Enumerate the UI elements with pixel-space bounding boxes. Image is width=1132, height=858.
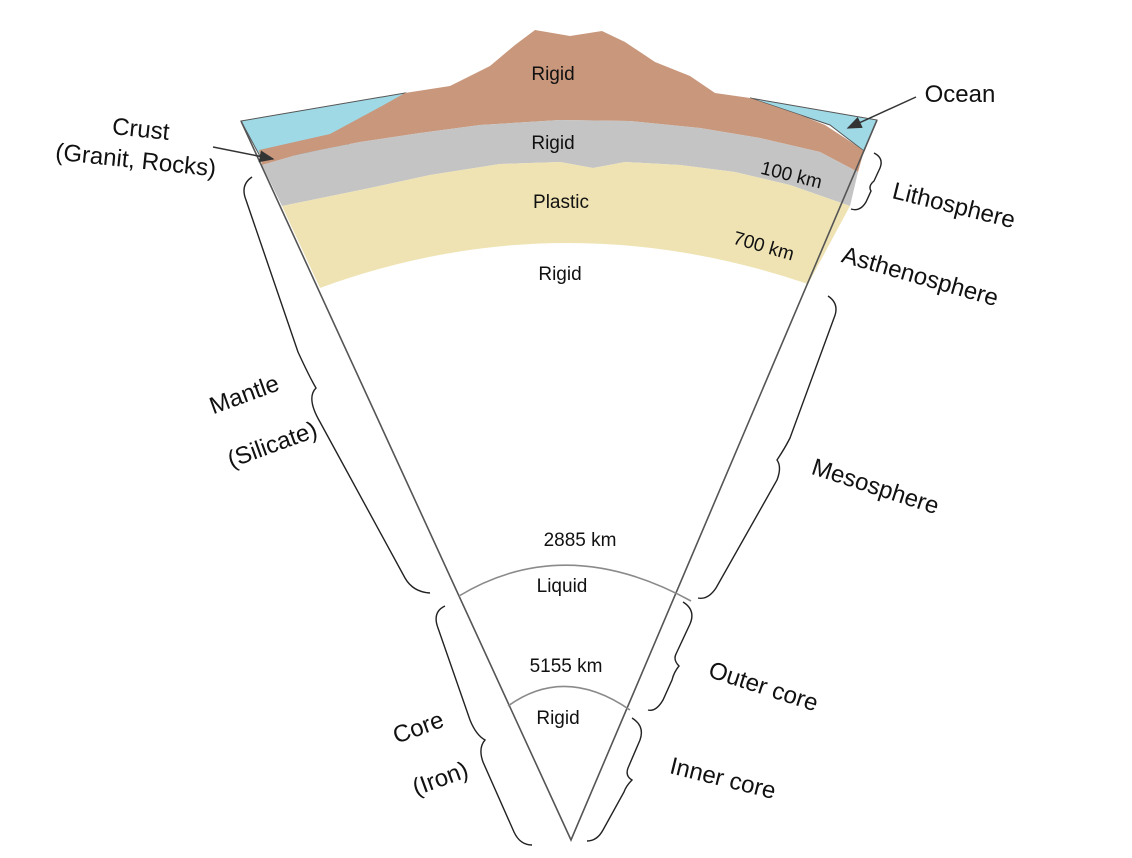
rigid-mantle-region — [262, 120, 858, 206]
outer-core-liquid-label: Liquid — [537, 576, 588, 597]
crust-material-label: (Granit, Rocks) — [54, 139, 217, 183]
core-material-label: (Iron) — [409, 756, 472, 801]
asthenosphere-label: Asthenosphere — [839, 242, 1002, 312]
core-label: Core — [389, 706, 447, 749]
mantle-label: Mantle — [206, 370, 283, 420]
mesosphere-label: Mesosphere — [808, 454, 942, 520]
crust-rigid-label: Rigid — [531, 64, 574, 85]
depth-5155km-label: 5155 km — [530, 656, 603, 677]
asthenosphere-plastic-label: Plastic — [533, 192, 589, 213]
asthenosphere-region — [282, 162, 850, 288]
crust-region — [259, 30, 864, 172]
crust-arrow — [212, 146, 275, 163]
mantle-material-label: (Silicate) — [224, 416, 321, 473]
depth-2885km-label: 2885 km — [544, 530, 617, 551]
inner-core-label: Inner core — [667, 753, 778, 805]
ocean-arrow — [846, 96, 917, 129]
outer-core-boundary — [458, 564, 692, 602]
core-brace — [435, 605, 533, 846]
mantle-brace — [243, 176, 431, 594]
inner-core-brace — [586, 717, 643, 842]
lithosphere-rigid-label: Rigid — [531, 133, 574, 154]
outer-core-label: Outer core — [705, 657, 821, 718]
lithosphere-label: Lithosphere — [890, 177, 1018, 234]
inner-core-rigid-label: Rigid — [536, 708, 579, 729]
ocean-label: Ocean — [925, 81, 996, 108]
lithosphere-brace — [850, 152, 882, 211]
mesosphere-brace — [697, 295, 837, 599]
mesosphere-rigid-label: Rigid — [538, 264, 581, 285]
earth-wedge-outline — [240, 119, 878, 842]
crust-label: Crust — [111, 113, 171, 146]
outer-core-brace — [647, 601, 693, 711]
inner-core-boundary — [507, 685, 631, 711]
